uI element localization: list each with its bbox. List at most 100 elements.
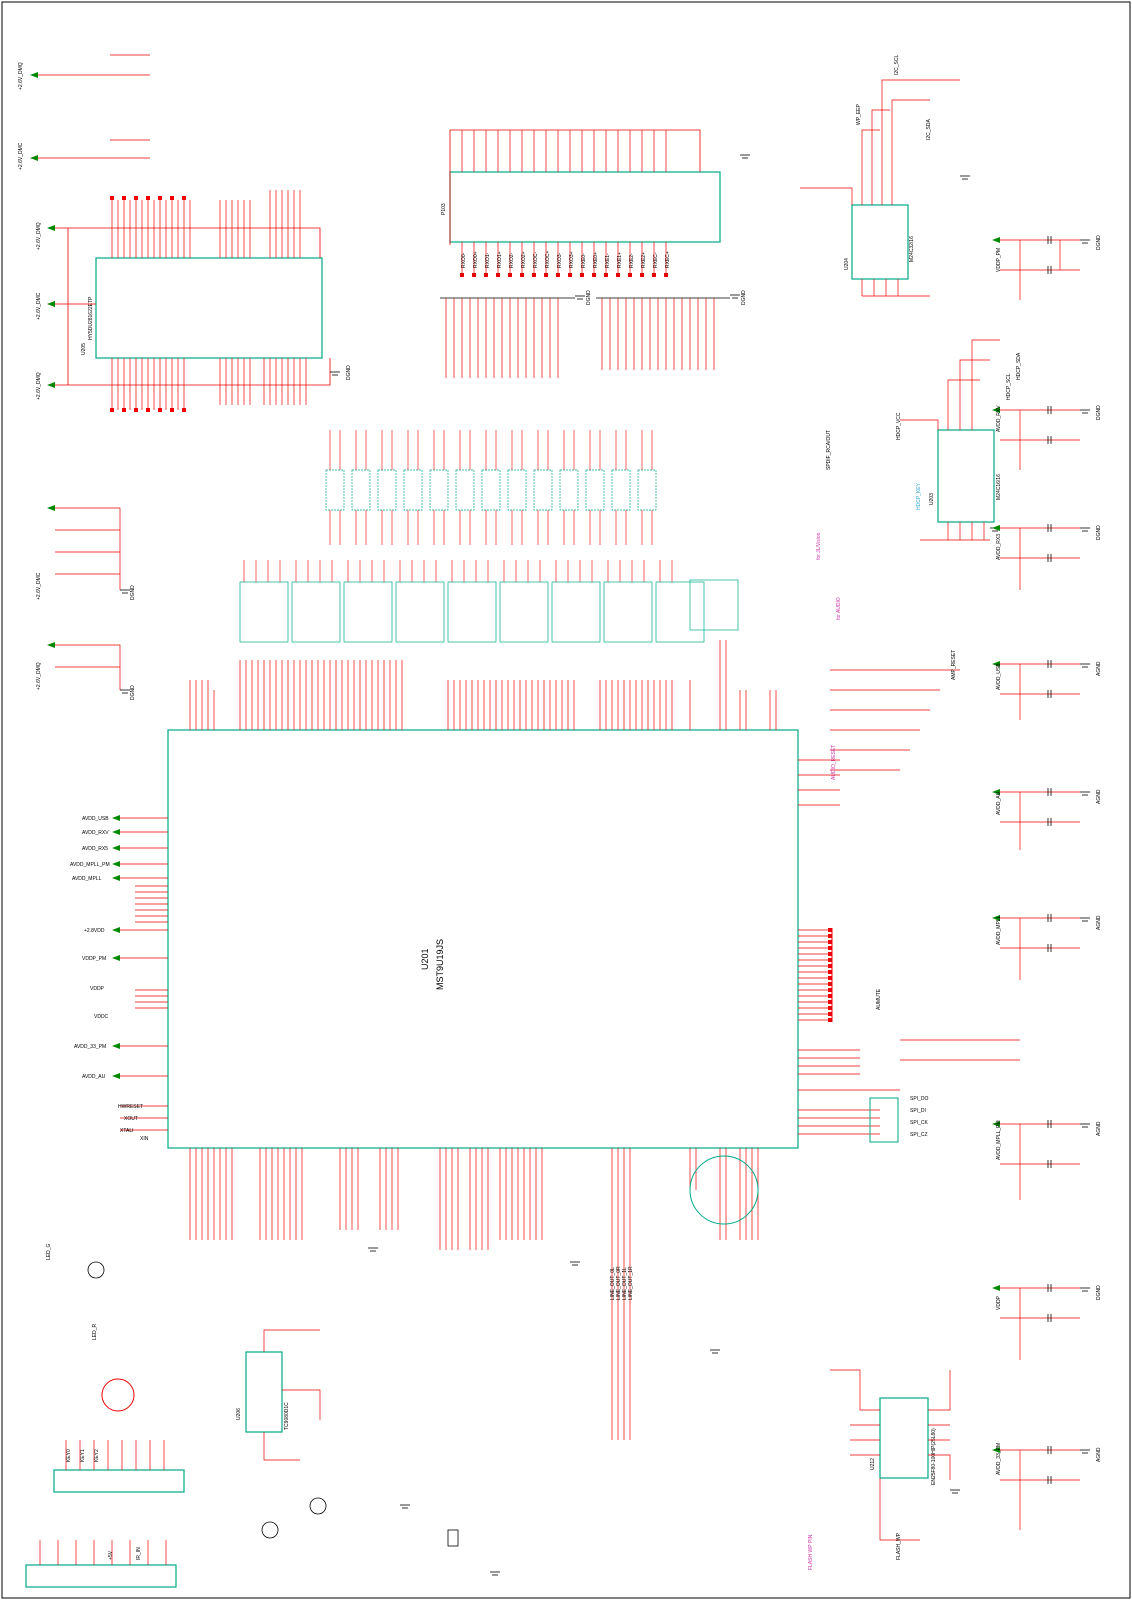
svg-text:RXEC-: RXEC-	[653, 252, 659, 268]
svg-text:AGND: AGND	[1096, 1447, 1102, 1462]
right-side-power-labels: VDDP_PM AVDD_RXV AVDD_RX3 AVDD_USB AVDD_…	[996, 248, 1002, 1475]
svg-text:for JL/Vision: for JL/Vision	[816, 532, 822, 560]
keypad-connector-lower[interactable]	[25, 1564, 177, 1588]
audio-net-labels: LINE_OUT_0L LINE_OUT_0R LINE_OUT_1L LINE…	[610, 650, 957, 1300]
sdram-ref: U205	[81, 343, 87, 355]
resistor-pack-wires	[243, 560, 673, 582]
keypad-connector-pins	[39, 1440, 167, 1565]
power-rail-labels: +2.6V_DMQ +2.6V_DMC +2.6V_DMQ +2.6V_DMC …	[18, 62, 42, 690]
svg-text:SPI_CK: SPI_CK	[910, 1120, 928, 1126]
eeprom-u204-part: M24C32/16	[909, 236, 915, 262]
choke-row-wires	[329, 430, 653, 545]
svg-text:AVDD_RXV: AVDD_RXV	[82, 830, 109, 836]
svg-text:AVDD_USB: AVDD_USB	[82, 816, 109, 822]
svg-text:SPI_CZ: SPI_CZ	[910, 1132, 928, 1138]
lvds-connector-ref: P103	[441, 203, 447, 215]
svg-text:DGND: DGND	[1096, 525, 1102, 540]
power-filter-blocks-left	[38, 54, 150, 690]
power-arrow-icon	[30, 72, 1000, 1453]
svg-text:DGND: DGND	[130, 685, 136, 700]
eeprom-u203-ref: U203	[929, 493, 935, 505]
svg-text:RXOC+: RXOC+	[545, 251, 551, 268]
svg-text:VDDP: VDDP	[996, 1295, 1002, 1310]
flash-wires	[830, 1369, 951, 1541]
svg-text:AVDD_AU: AVDD_AU	[82, 1074, 106, 1080]
svg-text:AUMUTE: AUMUTE	[876, 988, 882, 1010]
svg-text:I2C_SCL: I2C_SCL	[894, 54, 900, 75]
transistor-icon	[261, 1521, 279, 1539]
svg-text:DGND: DGND	[741, 290, 747, 305]
lvds-capacitor-array-right	[596, 297, 730, 370]
svg-text:AVDD_MPLL_PM: AVDD_MPLL_PM	[996, 1120, 1002, 1160]
svg-text:+2.6V_DMQ: +2.6V_DMQ	[18, 62, 24, 90]
eeprom-u203-outline[interactable]	[937, 429, 995, 523]
eeprom-u203-part: M24C16/16	[996, 474, 1002, 500]
svg-text:HDCP_SCL: HDCP_SCL	[1006, 373, 1012, 400]
mcu-wires	[263, 1329, 321, 1461]
resistor-pack-row	[239, 579, 739, 643]
mcu-chip-ref: U206	[236, 1408, 242, 1420]
svg-text:AUDIO_RESET: AUDIO_RESET	[831, 745, 837, 780]
sdram-bottom-pins	[111, 358, 307, 410]
svg-text:+2.6V_DMQ: +2.6V_DMQ	[36, 372, 42, 400]
highlight-circle-left	[101, 1378, 135, 1412]
svg-text:SPI_DI: SPI_DI	[910, 1108, 926, 1114]
main-chip-top-pins	[189, 640, 777, 730]
svg-text:XIN: XIN	[140, 1136, 149, 1142]
main-chip-ref: U201	[420, 948, 430, 970]
svg-text:LINE_OUT_1R: LINE_OUT_1R	[628, 1266, 634, 1300]
svg-text:AVDD_RX3: AVDD_RX3	[996, 534, 1002, 560]
svg-text:HDCP_KEY: HDCP_KEY	[916, 482, 922, 510]
svg-text:LINE_OUT_1L: LINE_OUT_1L	[622, 1267, 628, 1300]
svg-text:DGND: DGND	[586, 290, 592, 305]
eeprom-u204-outline[interactable]	[851, 204, 909, 280]
svg-text:RXEC+: RXEC+	[665, 251, 671, 268]
svg-text:+2.6V_DMC: +2.6V_DMC	[18, 142, 24, 170]
left-side-net-labels: AVDD_USB AVDD_RXV AVDD_RX5 AVDD_MPLL_PM …	[70, 816, 149, 1142]
svg-text:AVDD_RX5: AVDD_RX5	[82, 846, 108, 852]
svg-text:RXO3-: RXO3-	[557, 252, 563, 268]
keypad-net-labels: KEY0 KEY1 KEY2 LED_G LED_R IR_IN +5V	[46, 1243, 142, 1560]
flash-chip-outline[interactable]	[879, 1397, 929, 1479]
eeprom-u204-wires	[800, 79, 960, 297]
svg-text:HDCP_VCC: HDCP_VCC	[896, 412, 902, 440]
svg-text:KEY1: KEY1	[80, 1449, 86, 1462]
mcu-chip-outline[interactable]	[245, 1351, 283, 1433]
mcu-chip-part: TC9080D1C	[284, 1402, 290, 1430]
svg-text:KEY2: KEY2	[94, 1449, 100, 1462]
lvds-connector-pins	[461, 130, 667, 275]
svg-text:+2.6V_DMQ: +2.6V_DMQ	[36, 222, 42, 250]
svg-text:HWRESET: HWRESET	[118, 1104, 143, 1110]
lvds-capacitor-array-left	[440, 297, 575, 378]
svg-text:AVDD_MPLL_PM: AVDD_MPLL_PM	[70, 862, 110, 868]
svg-text:VDDP: VDDP	[90, 986, 105, 992]
svg-text:DGND: DGND	[130, 585, 136, 600]
lvds-connector-outline[interactable]	[449, 171, 721, 243]
svg-text:VDDC: VDDC	[94, 1014, 109, 1020]
svg-text:AGND: AGND	[1096, 915, 1102, 930]
keypad-connector-upper[interactable]	[53, 1469, 185, 1493]
svg-text:AGND: AGND	[1096, 1121, 1102, 1136]
lvds-top-bus	[449, 129, 701, 245]
svg-text:IR_IN: IR_IN	[136, 1547, 142, 1560]
svg-text:I2C_SDA: I2C_SDA	[926, 118, 932, 140]
svg-text:RXO1-: RXO1-	[485, 252, 491, 268]
top-right-net-labels: WP_EEP I2C_SCL I2C_SDA HDCP_VCC HDCP_SCL…	[826, 54, 1022, 510]
svg-text:AMP_RESET: AMP_RESET	[951, 650, 957, 680]
sdram-pin-terminals	[110, 196, 186, 412]
svg-text:AVDD_MPLL: AVDD_MPLL	[72, 876, 102, 882]
svg-text:RXE2-: RXE2-	[629, 253, 635, 268]
main-chip-outline[interactable]	[167, 729, 799, 1149]
svg-text:FLASH_WP: FLASH_WP	[896, 1532, 902, 1560]
sdram-chip-outline[interactable]	[95, 257, 323, 359]
svg-text:+2.8VDD: +2.8VDD	[84, 928, 105, 934]
svg-text:AVDD_USB: AVDD_USB	[996, 663, 1002, 690]
svg-text:+5V: +5V	[108, 1550, 114, 1560]
eeprom-u203-wires	[900, 339, 1000, 541]
svg-text:XOUT: XOUT	[124, 1116, 138, 1122]
svg-text:LINE_OUT_0L: LINE_OUT_0L	[610, 1267, 616, 1300]
lvds-connector-terminals	[460, 273, 668, 277]
sdram-top-pins	[111, 190, 301, 258]
svg-text:XTALI: XTALI	[120, 1128, 134, 1134]
svg-text:VDDP_PM: VDDP_PM	[82, 956, 106, 962]
